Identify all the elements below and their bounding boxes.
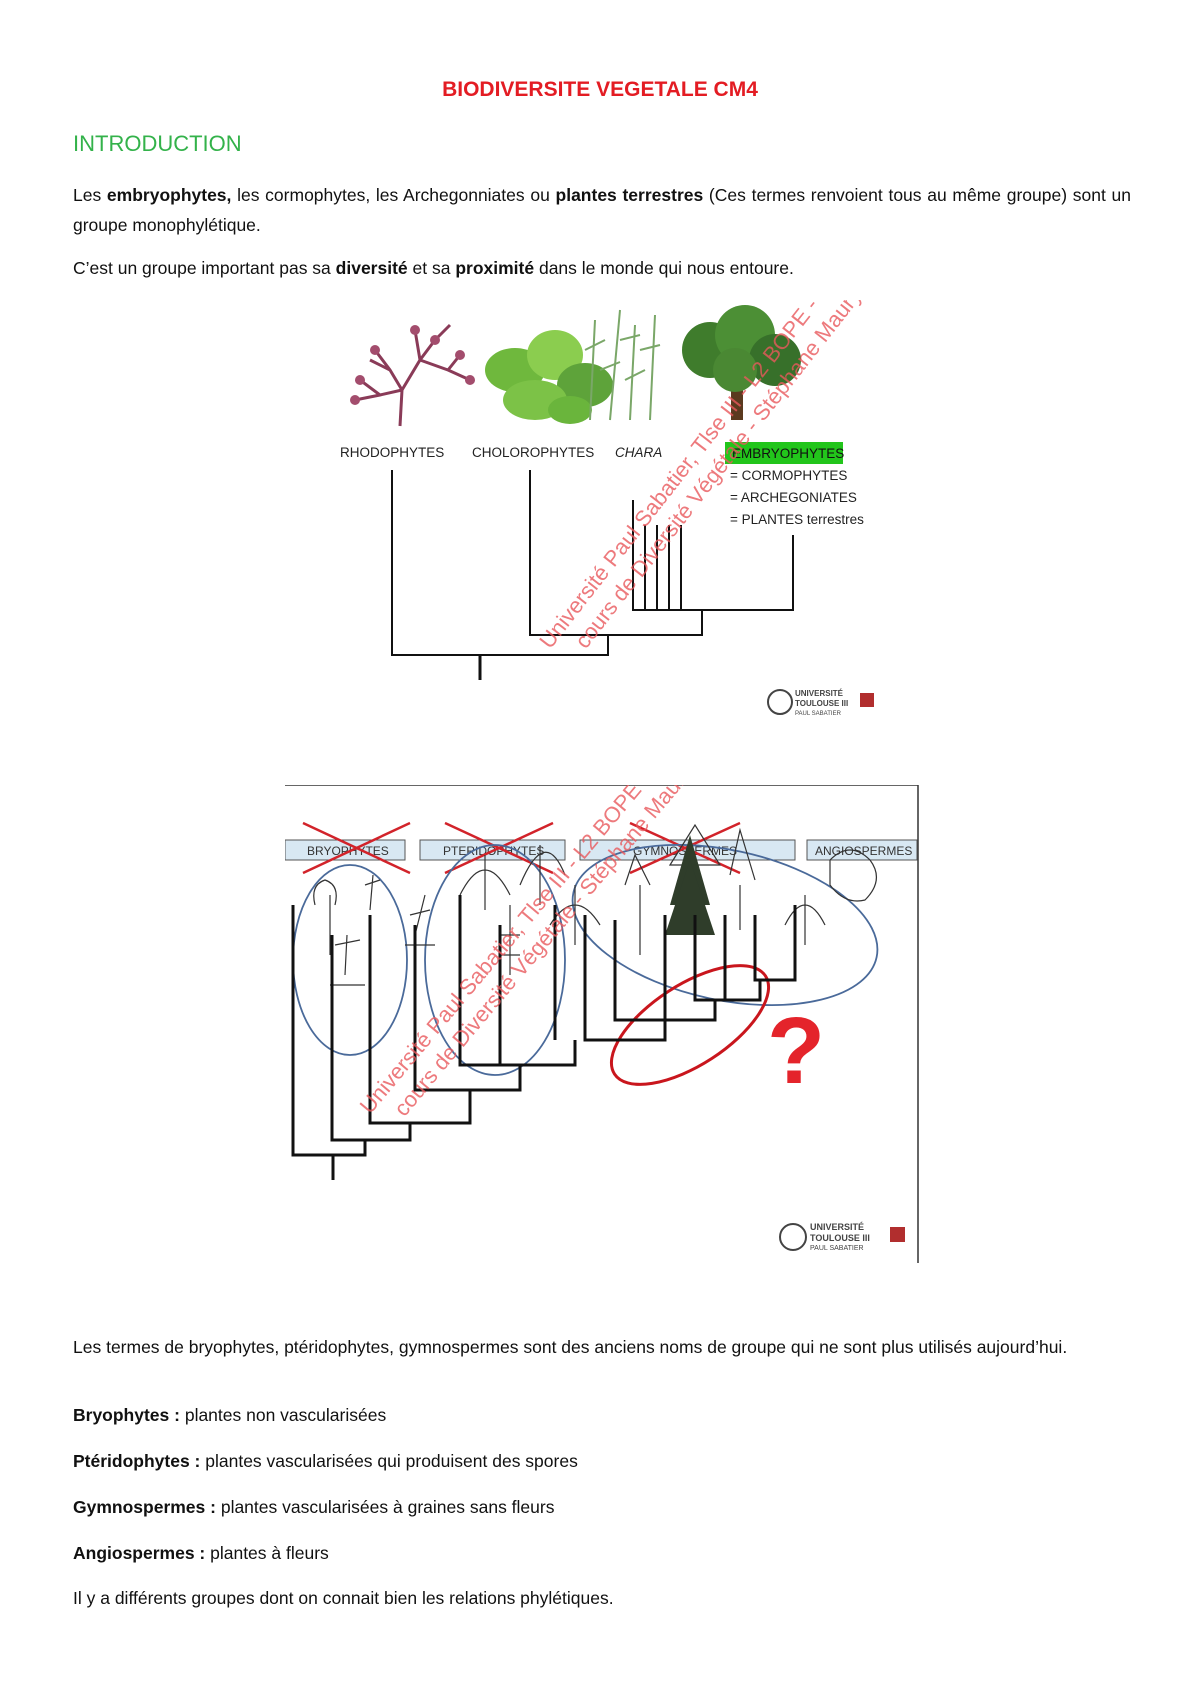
svg-text:cours de Diversité Végétale -: cours de Diversité Végétale - Stéphane M…	[389, 785, 717, 1121]
label-plantes-terrestres: = PLANTES terrestres	[730, 512, 864, 527]
figure1-svg: RHODOPHYTES CHOLOROPHYTES CHARA EMBRYOPH…	[340, 206, 891, 717]
chlorophyte-illustration	[485, 330, 613, 424]
label-angiospermes: ANGIOSPERMES	[815, 844, 912, 858]
figure-land-plant-groups: BRYOPHYTES PTERIDOPHYTES GYMNOSPERMES AN…	[284, 682, 925, 1265]
label-box-angiospermes	[806, 839, 918, 861]
svg-text:UNIVERSITÉ: UNIVERSITÉ	[795, 689, 844, 698]
conifer-illustration	[665, 835, 715, 935]
label-cholorophytes: CHOLOROPHYTES	[472, 445, 594, 460]
label-rhodophytes: RHODOPHYTES	[340, 445, 444, 460]
intro-paragraph: Les embryophytes, les cormophytes, les A…	[73, 185, 1131, 235]
question-mark: ?	[767, 998, 825, 1104]
figure2-svg: BRYOPHYTES PTERIDOPHYTES GYMNOSPERMES AN…	[284, 682, 919, 1263]
university-logo-1: UNIVERSITÉ TOULOUSE III PAUL SABATIER	[767, 689, 874, 717]
label-embryophytes: EMBRYOPHYTES	[732, 446, 844, 461]
svg-text:TOULOUSE III: TOULOUSE III	[810, 1233, 870, 1243]
chara-illustration	[584, 309, 661, 421]
label-box-bryophytes	[284, 839, 406, 861]
cladogram-2	[291, 895, 797, 1180]
svg-text:TOULOUSE III: TOULOUSE III	[795, 699, 848, 708]
figure-embryophytes-phylogeny: RHODOPHYTES CHOLOROPHYTES CHARA EMBRYOPH…	[320, 206, 895, 720]
obsolete-terms-paragraph: Les termes de bryophytes, ptéridophytes,…	[73, 1337, 1068, 1357]
plant-illustrations	[313, 823, 877, 986]
svg-text:PAUL SABATIER: PAUL SABATIER	[810, 1245, 864, 1252]
closing-paragraph: Il y a différents groupes dont on connai…	[73, 1588, 614, 1608]
svg-text:PAUL SABATIER: PAUL SABATIER	[795, 711, 842, 717]
label-cormophytes: = CORMOPHYTES	[730, 468, 847, 483]
cladogram-1	[391, 470, 794, 680]
rhodophyte-illustration	[350, 323, 475, 427]
svg-text:UNIVERSITÉ: UNIVERSITÉ	[810, 1222, 864, 1232]
section-heading-introduction: INTRODUCTION	[73, 131, 242, 156]
diversity-paragraph: C’est un groupe important pas sa diversi…	[73, 258, 794, 278]
tree-illustration	[682, 305, 801, 420]
angiosperm-origin-ellipse	[609, 964, 771, 1086]
label-archegoniates: = ARCHEGONIATES	[730, 490, 857, 505]
label-chara: CHARA	[615, 445, 662, 460]
definition-gymnospermes: Gymnospermes : plantes vascularisées à g…	[73, 1497, 555, 1517]
document-title: BIODIVERSITE VEGETALE CM4	[442, 78, 758, 101]
definition-pteridophytes: Ptéridophytes : plantes vascularisées qu…	[73, 1451, 578, 1471]
definition-angiospermes: Angiospermes : plantes à fleurs	[73, 1543, 329, 1563]
university-logo-2: UNIVERSITÉ TOULOUSE III PAUL SABATIER	[779, 1222, 905, 1252]
embryophytes-label-box	[725, 442, 843, 464]
definition-bryophytes: Bryophytes : plantes non vascularisées	[73, 1405, 387, 1425]
